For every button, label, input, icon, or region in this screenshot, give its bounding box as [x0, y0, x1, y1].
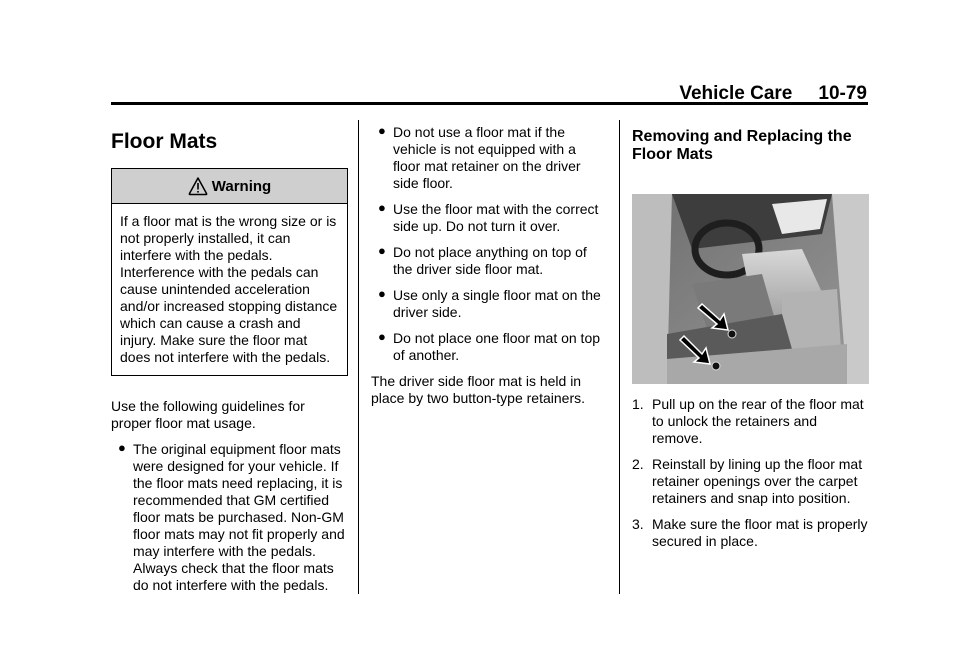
guideline-list: ●The original equipment floor mats were … [111, 440, 348, 594]
bullet-dot: ● [378, 200, 386, 215]
list-item: 2.Reinstall by lining up the floor mat r… [632, 456, 863, 506]
column-right: Removing and Replacing the Floor Mats [632, 108, 870, 559]
column-divider [358, 120, 359, 594]
list-item: 3.Make sure the floor mat is properly se… [632, 516, 868, 549]
intro-paragraph: Use the following guidelines for proper … [111, 398, 305, 431]
floor-mat-photo [632, 194, 869, 384]
warning-triangle-icon [188, 177, 208, 196]
steps-list: 1.Pull up on the rear of the floor mat t… [632, 396, 870, 550]
column-left: Floor Mats Warning If a floor mat is the… [111, 108, 348, 603]
column-middle: ●Do not use a floor mat if the vehicle i… [371, 108, 606, 407]
page-number: 10-79 [818, 83, 867, 104]
bullet-dot: ● [118, 440, 126, 455]
list-item: ●The original equipment floor mats were … [118, 440, 345, 593]
page-title: Floor Mats [111, 130, 218, 153]
closing-paragraph: The driver side floor mat is held in pla… [371, 373, 586, 406]
guideline-list-continued: ●Do not use a floor mat if the vehicle i… [371, 123, 606, 364]
page-header: Vehicle Care 10-79 [111, 84, 867, 104]
warning-header: Warning [112, 169, 347, 204]
bullet-dot: ● [378, 286, 386, 301]
warning-heading: Warning [211, 177, 272, 195]
list-item: ●Do not place anything on top of the dri… [378, 243, 587, 277]
warning-text: If a floor mat is the wrong size or is n… [120, 213, 338, 365]
section-title: Vehicle Care [679, 83, 793, 104]
bullet-dot: ● [378, 329, 386, 344]
bullet-dot: ● [378, 123, 386, 138]
column-divider [619, 120, 620, 594]
list-item: 1.Pull up on the rear of the floor mat t… [632, 396, 864, 446]
warning-box: Warning If a floor mat is the wrong size… [111, 168, 348, 376]
header-rule [111, 102, 868, 105]
list-item: ●Do not place one floor mat on top of an… [378, 329, 601, 363]
list-item: ●Use the floor mat with the correct side… [378, 200, 599, 234]
list-item: ●Use only a single floor mat on the driv… [378, 286, 601, 320]
list-item: ●Do not use a floor mat if the vehicle i… [378, 123, 581, 191]
bullet-dot: ● [378, 243, 386, 258]
vehicle-interior-illustration [632, 194, 869, 384]
section-heading: Removing and Replacing the Floor Mats [632, 128, 852, 163]
